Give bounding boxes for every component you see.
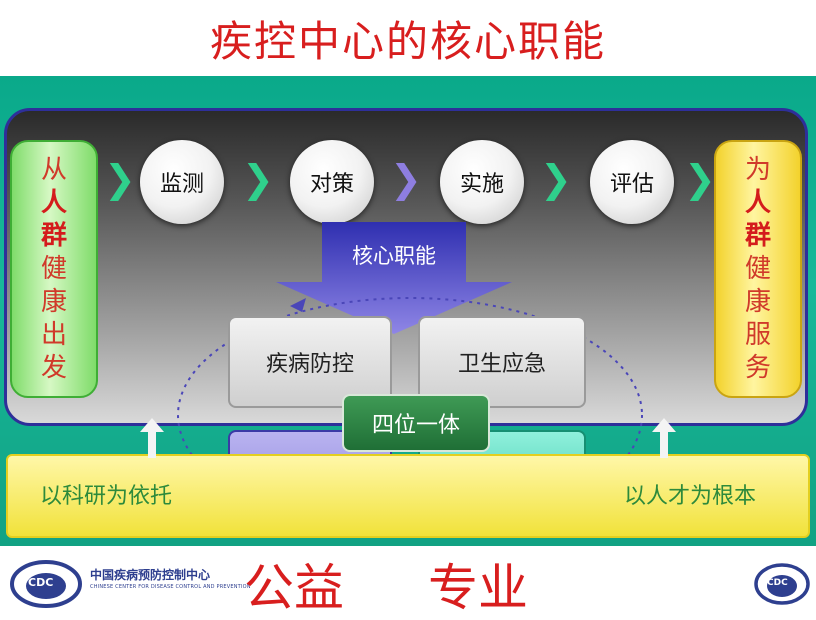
slogan-public-welfare: 公益 (244, 559, 344, 617)
up-arrow-icon (140, 418, 164, 458)
step-countermeasure: 对策 (290, 140, 374, 224)
chevron-right-icon: ❯ (540, 157, 572, 201)
right-line-3: 群 (744, 220, 771, 251)
left-line-7: 发 (40, 352, 67, 383)
core-function-label: 核心职能 (352, 244, 436, 268)
chevron-right-icon: ❯ (242, 157, 274, 201)
chevron-right-icon: ❯ (390, 157, 422, 201)
health-emergency-box: 卫生应急 (418, 316, 586, 408)
left-line-3: 群 (40, 220, 67, 251)
right-line-6: 服 (744, 319, 771, 350)
left-principle-box: 从 人 群 健 康 出 发 (10, 140, 98, 398)
cdc-logo-small-icon (754, 563, 810, 605)
band-left-text: 以科研为依托 (40, 484, 173, 509)
step-implement: 实施 (440, 140, 524, 224)
step-evaluate: 评估 (590, 140, 674, 224)
left-line-5: 康 (40, 286, 67, 317)
chevron-right-icon: ❯ (104, 157, 136, 201)
right-line-7: 务 (744, 352, 771, 383)
logo-english-name: CHINESE CENTER FOR DISEASE CONTROL AND P… (90, 584, 251, 590)
right-principle-box: 为 人 群 健 康 服 务 (714, 140, 802, 398)
left-line-6: 出 (40, 319, 67, 350)
page-title: 疾控中心的核心职能 (209, 17, 606, 66)
left-line-4: 健 (40, 253, 67, 284)
right-line-4: 健 (744, 253, 771, 284)
slogan-professional: 专业 (428, 559, 528, 617)
chevron-right-icon: ❯ (684, 157, 716, 201)
footer-strip (0, 546, 816, 614)
left-line-2: 人 (40, 187, 67, 218)
right-line-2: 人 (744, 187, 771, 218)
logo-chinese-name: 中国疾病预防控制中心 (90, 568, 211, 582)
cdc-small-badge-text: CDC (767, 578, 788, 588)
four-in-one-box: 四位一体 (342, 394, 490, 452)
left-line-1: 从 (40, 154, 67, 185)
cdc-logo-icon (10, 560, 82, 608)
cdc-badge-text: CDC (28, 576, 54, 589)
disease-control-box: 疾病防控 (228, 316, 392, 408)
bottom-band (6, 454, 810, 538)
band-right-text: 以人才为根本 (624, 484, 757, 509)
step-monitor: 监测 (140, 140, 224, 224)
right-line-1: 为 (744, 154, 771, 185)
up-arrow-icon (652, 418, 676, 458)
core-down-arrow-icon (276, 222, 512, 334)
right-line-5: 康 (744, 286, 771, 317)
